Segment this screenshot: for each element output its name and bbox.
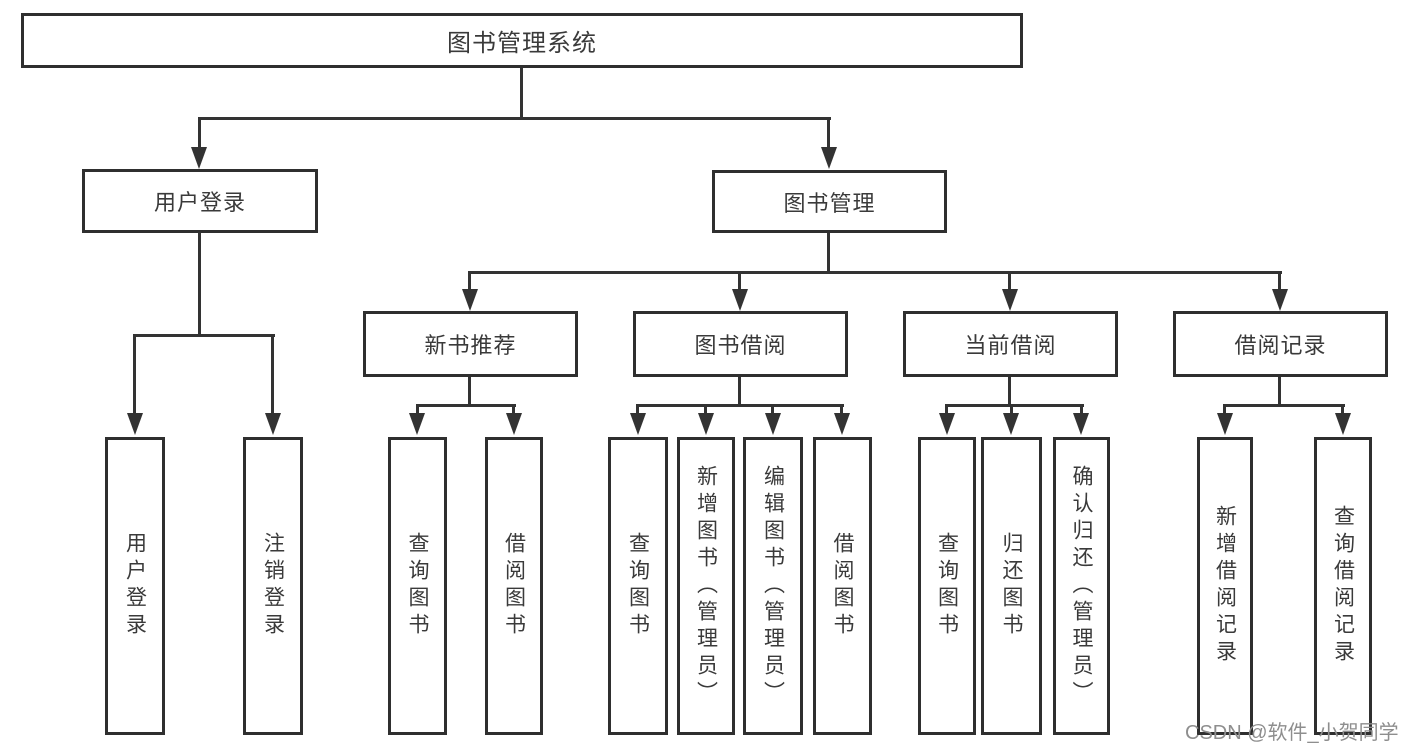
- connector-stub-level3: [1008, 271, 1011, 292]
- connector-stub-leaf: [416, 404, 419, 415]
- node-leaf-edit-book-admin: 编辑图书（管理员）: [743, 437, 803, 735]
- connector-group3-horizontal: [945, 404, 1084, 407]
- arrowhead-down-icon: [1002, 289, 1018, 311]
- arrowhead-down-icon: [834, 413, 850, 435]
- arrowhead-down-icon: [630, 413, 646, 435]
- node-leaf-logout: 注销登录: [243, 437, 303, 735]
- arrowhead-down-icon: [462, 289, 478, 311]
- connector-stub-leaf: [636, 404, 639, 415]
- connector-root-horizontal: [198, 117, 831, 120]
- node-leaf-return-book: 归还图书: [981, 437, 1042, 735]
- connector-root-vertical: [520, 68, 523, 118]
- connector-stub-level3: [468, 271, 471, 292]
- node-book-management: 图书管理: [712, 170, 947, 233]
- connector-stub-leaf: [133, 334, 136, 416]
- node-leaf-query-book-current: 查询图书: [918, 437, 976, 735]
- node-leaf-add-borrow-record: 新增借阅记录: [1197, 437, 1253, 735]
- connector-group3-vertical: [1008, 377, 1011, 406]
- connector-stub-level3: [738, 271, 741, 292]
- node-new-book-recommend: 新书推荐: [363, 311, 578, 377]
- csdn-watermark: CSDN @软件_小贺同学: [1185, 722, 1399, 744]
- arrowhead-down-icon: [732, 289, 748, 311]
- connector-stub-leaf: [771, 404, 774, 415]
- node-current-borrow: 当前借阅: [903, 311, 1118, 377]
- connector-group4-vertical: [1278, 377, 1281, 406]
- connector-group2-vertical: [738, 377, 741, 406]
- arrowhead-down-icon: [506, 413, 522, 435]
- connector-group2-horizontal: [636, 404, 844, 407]
- connector-userlogin-vertical: [198, 232, 201, 335]
- arrowhead-down-icon: [765, 413, 781, 435]
- connector-bookmgmt-vertical: [827, 233, 830, 273]
- node-book-borrow: 图书借阅: [633, 311, 848, 377]
- connector-stub-book-mgmt: [827, 117, 830, 150]
- connector-stub-leaf: [1010, 404, 1013, 415]
- connector-group1-vertical: [468, 377, 471, 406]
- arrowhead-down-icon: [821, 147, 837, 169]
- node-user-login: 用户登录: [82, 169, 318, 233]
- connector-userlogin-horizontal: [133, 334, 275, 337]
- arrowhead-down-icon: [1003, 413, 1019, 435]
- node-leaf-query-book-borrow: 查询图书: [608, 437, 668, 735]
- arrowhead-down-icon: [939, 413, 955, 435]
- node-borrow-records: 借阅记录: [1173, 311, 1388, 377]
- connector-stub-leaf: [945, 404, 948, 415]
- connector-stub-leaf: [840, 404, 843, 415]
- connector-stub-leaf: [1341, 404, 1344, 415]
- connector-stub-leaf: [512, 404, 515, 415]
- arrowhead-down-icon: [127, 413, 143, 435]
- connector-stub-leaf: [271, 334, 274, 416]
- connector-stub-level3: [1278, 271, 1281, 292]
- node-leaf-query-borrow-record: 查询借阅记录: [1314, 437, 1372, 735]
- node-leaf-user-login: 用户登录: [105, 437, 165, 735]
- node-leaf-confirm-return-admin: 确认归还（管理员）: [1053, 437, 1110, 735]
- arrowhead-down-icon: [265, 413, 281, 435]
- connector-stub-leaf: [704, 404, 707, 415]
- connector-stub-leaf: [1223, 404, 1226, 415]
- connector-group1-horizontal: [416, 404, 516, 407]
- node-leaf-borrow-book: 借阅图书: [813, 437, 872, 735]
- arrowhead-down-icon: [1073, 413, 1089, 435]
- connector-group4-horizontal: [1223, 404, 1345, 407]
- arrowhead-down-icon: [1217, 413, 1233, 435]
- node-leaf-borrow-book-recommend: 借阅图书: [485, 437, 543, 735]
- connector-stub-leaf: [1080, 404, 1083, 415]
- arrowhead-down-icon: [191, 147, 207, 169]
- arrowhead-down-icon: [698, 413, 714, 435]
- node-leaf-add-book-admin: 新增图书（管理员）: [677, 437, 735, 735]
- node-root: 图书管理系统: [21, 13, 1023, 68]
- arrowhead-down-icon: [1335, 413, 1351, 435]
- node-leaf-query-book-recommend: 查询图书: [388, 437, 447, 735]
- arrowhead-down-icon: [1272, 289, 1288, 311]
- connector-bookmgmt-horizontal: [468, 271, 1282, 274]
- arrowhead-down-icon: [409, 413, 425, 435]
- connector-stub-user-login: [198, 117, 201, 150]
